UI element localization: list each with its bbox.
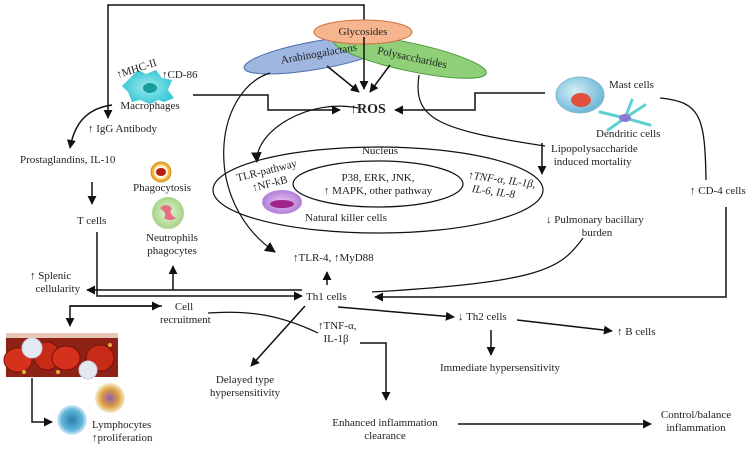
up-arrow-icon: ↑ xyxy=(162,69,168,81)
arrow-pulmonary-th1 xyxy=(371,237,584,293)
arrow-th1-th2 xyxy=(337,306,455,321)
arrow-arabinogalactans-ros xyxy=(326,65,360,93)
glycosides-ellipse xyxy=(313,19,413,45)
nk-cell-image xyxy=(262,190,302,214)
arrow-polysaccharides-ros xyxy=(369,64,391,93)
phagocytosis-label: Phagocytosis xyxy=(132,182,192,194)
igg-antibody-label: ↑ IgG Antibody xyxy=(88,123,158,135)
lps-label: Lipopolysaccharide induced mortality xyxy=(551,143,638,168)
down-arrow-icon: ↓ xyxy=(546,214,552,226)
up-arrow-icon: ↑ xyxy=(617,326,623,338)
macrophages-label: Macrophages xyxy=(120,100,180,112)
prostaglandins-label: Prostaglandins, IL-10 xyxy=(20,154,116,166)
macrophage-image xyxy=(122,70,174,104)
th1-cells-label: Th1 cells xyxy=(306,291,347,303)
up-arrow-icon: ↑ xyxy=(30,270,36,282)
up-arrow-icon: ↑ xyxy=(92,432,98,444)
t-cells-label: T cells xyxy=(77,215,107,227)
pulmonary-label: ↓ Pulmonary bacillary burden xyxy=(546,214,644,239)
arrow-arabinogalactans-tlr4 xyxy=(223,72,276,253)
connector-recruitment-tnf xyxy=(207,311,319,334)
nucleus-label: Nucleus xyxy=(361,145,399,157)
up-arrow-icon: ↑ xyxy=(88,123,94,135)
arrow-cd4-th1 xyxy=(374,207,727,302)
up-arrow-icon: ↑ xyxy=(323,185,330,197)
ros-label: ↑ROS xyxy=(350,102,386,117)
up-arrow-icon: ↑ xyxy=(318,320,324,332)
glycosides-label: Glycosides xyxy=(338,26,388,38)
up-arrow-icon: ↑ xyxy=(293,252,299,264)
arrow-tnf-enhanced xyxy=(360,342,391,401)
th2-cells-label: ↓ Th2 cells xyxy=(458,311,507,323)
nk-cells-label: Natural killer cells xyxy=(305,212,387,224)
arrow-ros-tlr xyxy=(251,105,359,164)
lymphocytes-image xyxy=(57,383,125,435)
arrow-polysaccharides-lps xyxy=(417,74,546,147)
tlr4-myd88-label: ↑TLR-4, ↑MyD88 xyxy=(293,252,374,264)
arrow-vessel-lymphocytes xyxy=(31,378,53,427)
blood-vessel-image xyxy=(3,333,118,380)
arrow-mast-ros xyxy=(394,92,545,115)
mast-cells-label: Mast cells xyxy=(609,79,654,91)
p38-label: P38, ERK, JNK,↑ MAPK, other pathway xyxy=(323,172,433,197)
down-arrow-icon: ↓ xyxy=(458,311,464,323)
nucleus-inner xyxy=(292,160,464,208)
dendritic-cell-image xyxy=(598,98,652,132)
up-arrow-icon: ↑ xyxy=(350,102,357,117)
cd86-label: ↑CD-86 xyxy=(162,69,198,81)
arrow-cell-recruitment xyxy=(65,305,162,327)
connector-mast-cd4 xyxy=(659,97,707,181)
splenic-label: ↑ Splenic cellularity xyxy=(30,270,81,295)
lymphocytes-label: Lymphocytes↑proliferation xyxy=(92,419,153,444)
arrow-tcells-th1 xyxy=(96,232,303,301)
connector-glycosides-igg xyxy=(103,4,365,119)
phagocytosis-image xyxy=(150,161,172,183)
nucleus-outer xyxy=(212,146,544,234)
cd4-cells-label: ↑ CD-4 cells xyxy=(690,185,746,197)
neutrophil-image xyxy=(152,197,184,229)
arrow-macrophages-ros xyxy=(193,94,341,115)
arrow-th1-delayed xyxy=(250,305,306,367)
mast-cell-image xyxy=(555,76,605,114)
dendritic-cells-label: Dendritic cells xyxy=(596,128,661,140)
immediate-hypersensitivity-label: Immediate hypersensitivity xyxy=(440,362,561,374)
up-arrow-icon: ↑ xyxy=(333,252,340,264)
up-arrow-icon: ↑ xyxy=(690,185,696,197)
arrow-th2-bcells xyxy=(516,319,613,335)
arrow-macrophages-prostaglandins xyxy=(66,104,113,149)
b-cells-label: ↑ B cells xyxy=(617,326,656,338)
tnf-il1-label: ↑TNF-α, IL-1β xyxy=(318,320,357,345)
